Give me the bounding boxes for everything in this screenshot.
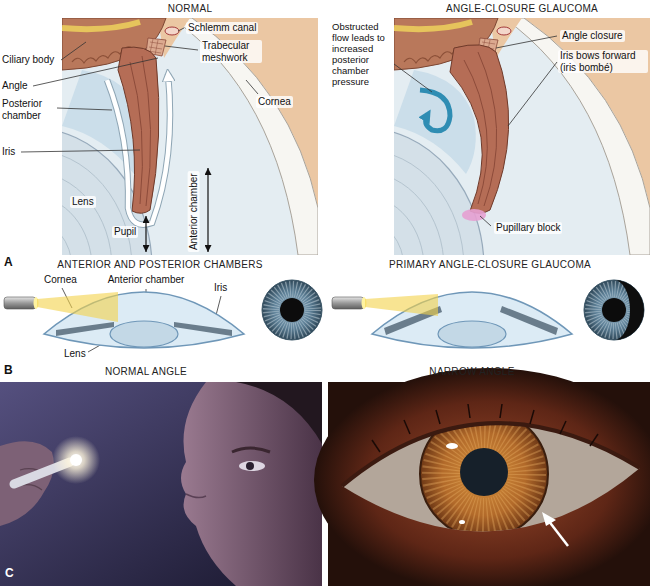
eye-anatomy: [62, 18, 318, 255]
pupillary-block: [462, 209, 486, 221]
panel-heading: ANGLE-CLOSURE GLAUCOMA: [446, 3, 598, 15]
leader-lines-part: [21, 150, 140, 152]
bowed-iris-shape: [450, 45, 509, 213]
leader-lines-part: [480, 216, 491, 226]
part-label: Iris: [214, 282, 227, 294]
panel-heading: NORMAL: [168, 3, 213, 15]
narrow-angle-diagram-part: [365, 294, 438, 316]
part-label: Ciliary body: [2, 54, 54, 66]
normal-angle-diagram-part: [174, 322, 232, 336]
panel-heading: NORMAL ANGLE: [105, 366, 187, 378]
iris-closeup-photo-part: [542, 512, 556, 526]
bowed-iris-shape-part: [464, 52, 497, 206]
part-label: Angle: [2, 80, 28, 92]
eye-anatomy: [394, 18, 650, 255]
panel-letter: B: [4, 364, 13, 378]
penlight-exam-photo-part: [70, 454, 82, 466]
iris-closeup-photo-part: [372, 404, 598, 452]
shadowed-eye-front-view-part: [614, 280, 644, 340]
normal-eye-front-view-part: [271, 289, 313, 331]
narrow-angle-diagram: [332, 292, 572, 348]
panel-letter: C: [5, 567, 14, 581]
part-label: Anterior chamber: [108, 274, 185, 286]
iris-closeup-photo-part-part: [460, 448, 508, 496]
leader-lines-part: [178, 28, 184, 31]
normal-eye-front-view: [262, 280, 322, 340]
penlight-exam-photo-part: [0, 382, 322, 586]
normal-eye-front-view-part: [262, 280, 322, 340]
aqueous-flow-arrow: [107, 74, 170, 225]
dimension-arrows-part: [145, 216, 146, 252]
iris-closeup-photo-part: [314, 368, 650, 586]
part-label: Trabecular meshwork: [200, 40, 262, 63]
bowed-iris-shape-part: [450, 45, 509, 213]
penlight-exam-photo: [0, 382, 322, 586]
leader-lines-part: [246, 80, 258, 94]
penlight-exam-photo-part: [232, 448, 270, 452]
part-label: Lens: [64, 348, 86, 360]
penlight-exam-photo-part: [52, 436, 100, 484]
panel-heading: ANTERIOR AND POSTERIOR CHAMBERS: [57, 259, 262, 271]
normal-eye-section: [62, 18, 318, 255]
normal-angle-diagram-part: [56, 322, 114, 336]
penlight-exam-photo-part: [236, 382, 322, 444]
iris-closeup-photo: [314, 368, 650, 586]
leader-lines-part: [394, 64, 432, 92]
narrow-angle-diagram-part: [438, 321, 506, 347]
part-label: Anterior chamber: [187, 172, 199, 253]
penlight-exam-photo-part: [181, 382, 322, 586]
normal-angle-diagram-part: [4, 297, 36, 309]
leader-lines-part: [508, 62, 557, 126]
iris-closeup-photo-part-part: [446, 443, 458, 449]
panel-letter: A: [4, 256, 13, 270]
part-label: Cornea: [44, 274, 77, 286]
panel-heading: PRIMARY ANGLE-CLOSURE GLAUCOMA: [389, 259, 591, 271]
narrow-angle-diagram-part: [500, 306, 558, 335]
panel-heading: NARROW ANGLE: [429, 366, 514, 378]
leader-lines-part: [61, 42, 86, 60]
leader-lines-part: [496, 36, 557, 48]
part-label: Pupillary block: [494, 222, 562, 234]
leader-lines-part: [165, 46, 198, 50]
iris-closeup-photo-part: [342, 423, 640, 486]
normal-angle-diagram-part: [37, 292, 118, 322]
dimension-arrows-part: [207, 168, 208, 252]
penlight-exam-photo-part: [246, 462, 254, 470]
iris-closeup-photo-part-part: [459, 520, 465, 524]
part-label: Cornea: [256, 96, 293, 108]
part-label: Angle closure: [560, 30, 625, 42]
iris-closeup-photo-part-part: [441, 431, 527, 517]
iris-closeup-photo-part: [548, 520, 568, 546]
part-label: Lens: [70, 196, 96, 208]
penlight-exam-photo-part: [239, 461, 265, 471]
penlight-exam-photo-part: [186, 494, 206, 498]
normal-angle-diagram: [4, 292, 244, 348]
leader-lines-part: [57, 108, 112, 110]
part-label: Schlemm canal: [186, 22, 258, 34]
aqueous-flow-arrow-part: [107, 74, 170, 225]
callout-note: Obstructed flow leads to increased poste…: [332, 22, 392, 88]
iris-shape-part: [130, 56, 151, 206]
shadowed-eye-front-view: [584, 280, 644, 340]
iris-closeup-photo-part-part: [420, 410, 548, 538]
aqueous-flow-arrow-part: [107, 74, 170, 225]
part-label: Posterior chamber: [2, 98, 56, 121]
part-label: Iris bows forward (iris bombé): [558, 50, 648, 73]
shadowed-eye-front-view-part: [602, 298, 626, 322]
iris-closeup-photo-part: [420, 410, 548, 538]
normal-angle-diagram-part: [110, 321, 178, 347]
part-label: Iris: [2, 146, 15, 158]
narrow-angle-diagram-part: [332, 297, 364, 309]
part-label: Pupil: [112, 226, 138, 238]
closed-angle-eye-section: [394, 18, 650, 255]
dimension-arrows: [146, 168, 208, 252]
normal-eye-front-view-part: [280, 298, 304, 322]
shadowed-eye-front-view-part: [584, 280, 644, 340]
blocked-flow-arrow: [420, 90, 450, 131]
